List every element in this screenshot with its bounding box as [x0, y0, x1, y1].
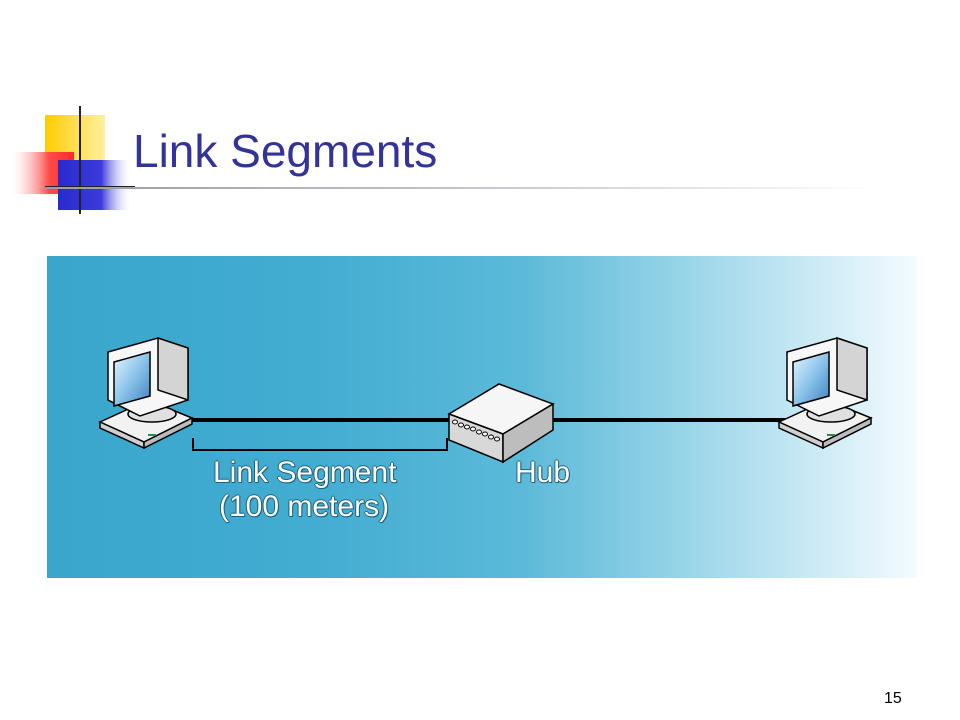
title-decoration	[12, 106, 135, 214]
left-computer-icon	[98, 336, 194, 450]
link-segment-length-label: (100 meters)	[219, 490, 390, 523]
blue-square	[58, 160, 130, 210]
slide-title: Link Segments	[133, 125, 438, 177]
title-underline	[45, 187, 875, 189]
link-segment-label: Link Segment	[213, 456, 397, 489]
hub-icon	[447, 383, 555, 464]
vertical-rule	[79, 106, 81, 214]
network-diagram	[98, 336, 873, 464]
segment-bracket	[192, 438, 448, 451]
hub-label: Hub	[515, 456, 571, 489]
right-computer-icon	[777, 336, 873, 450]
page-number: 15	[884, 690, 902, 707]
